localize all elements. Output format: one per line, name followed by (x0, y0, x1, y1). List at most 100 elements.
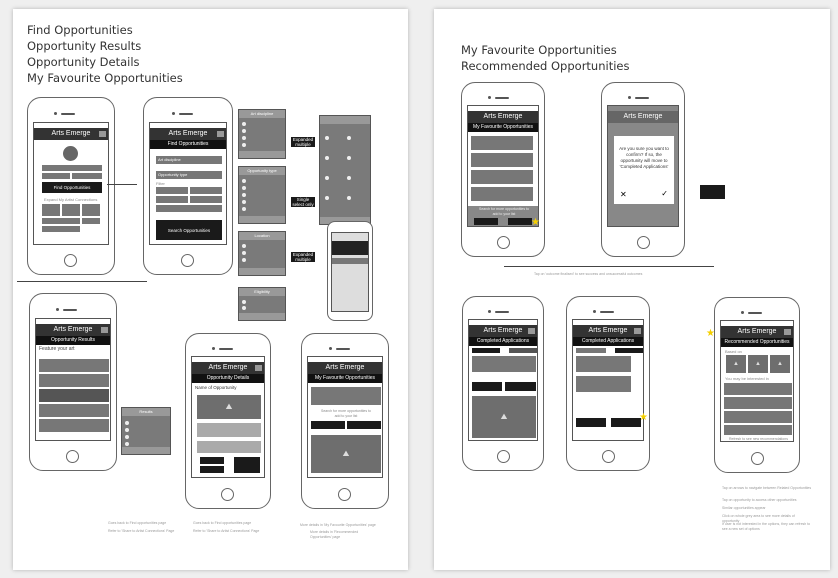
confirm-check-icon[interactable]: ✓ (661, 189, 668, 198)
panel-done[interactable] (239, 268, 285, 275)
related-card[interactable]: ▲ (770, 355, 790, 373)
annotation-outcome: Tap on 'outcome finalised' to see succes… (534, 272, 643, 276)
home-button (497, 450, 510, 463)
phone-favourites: Arts Emerge My Favourite Opportunities S… (301, 333, 389, 509)
app-title: Arts Emerge (308, 362, 382, 374)
screen-subtitle: Completed Applications (469, 337, 537, 346)
screen-subtitle: Find Opportunities (150, 140, 226, 149)
menu-icon[interactable] (99, 131, 106, 137)
home-button (602, 450, 615, 463)
details-action-button[interactable] (200, 457, 224, 464)
screen-subtitle: Completed Applications (573, 337, 643, 346)
app-title: Arts Emerge (36, 324, 110, 336)
app-title: Arts Emerge (469, 325, 537, 337)
menu-icon[interactable] (634, 328, 641, 334)
menu-icon[interactable] (784, 329, 791, 335)
note-expanded-multiple: Expanded multiple (291, 137, 315, 147)
note-expanded-multiple-2: Expanded multiple (291, 252, 315, 262)
tab-finalised[interactable] (615, 348, 643, 353)
image-placeholder-icon: ⛰ (472, 396, 536, 438)
feature-label: Feature your art (39, 346, 75, 352)
app-title: Arts Emerge (721, 326, 793, 338)
note-single-select: Single select only (291, 197, 315, 207)
phone-details: Arts Emerge Opportunity Details Name of … (185, 333, 271, 509)
filter-label: Filter (156, 181, 165, 186)
phone-home: Arts Emerge Find Opportunities Expand My… (27, 97, 115, 275)
page-titles: Find Opportunities Opportunity Results O… (27, 22, 183, 86)
location-panel: Location (238, 231, 286, 276)
home-button (637, 236, 650, 249)
recommended-button[interactable] (508, 218, 532, 225)
favourite-button[interactable] (234, 457, 260, 473)
menu-icon[interactable] (528, 328, 535, 334)
star-icon: ★ (706, 328, 715, 339)
confirm-dialog: Are you sure you want to confirm? If so,… (614, 136, 674, 204)
title-favourites: My Favourite Opportunities (27, 71, 183, 85)
recommended-button[interactable] (347, 421, 381, 429)
location-region-panel (319, 115, 371, 225)
results-filter-panel: Results (121, 407, 171, 455)
panel-header: Opportunity type (239, 167, 285, 175)
search-more-text: Search for more opportunities to add to … (479, 207, 529, 216)
image-placeholder-icon: ⛰ (197, 395, 261, 419)
screen-subtitle: My Favourite Opportunities (468, 123, 538, 132)
find-button[interactable] (474, 218, 498, 225)
menu-icon[interactable] (217, 131, 224, 137)
phone-recommended: Arts Emerge Recommended Opportunities Ba… (714, 297, 800, 473)
art-discipline-panel: Art discipline (238, 109, 286, 159)
opportunity-type-select[interactable]: Opportunity type (156, 171, 222, 179)
eligibility-panel: Eligibility (238, 287, 286, 321)
cancel-icon[interactable]: ✕ (620, 190, 627, 199)
phone-completed-2: Arts Emerge Completed Applications ★ (566, 296, 650, 471)
footnote: More details in 'My Favourite Opportunit… (300, 523, 376, 527)
app-title: Arts Emerge (34, 128, 108, 140)
completed-button[interactable] (472, 382, 502, 391)
find-opportunities-button[interactable]: Find Opportunities (42, 182, 102, 193)
related-card[interactable]: ▲ (748, 355, 768, 373)
screen-subtitle: Opportunity Results (36, 336, 110, 345)
panel-done[interactable] (122, 447, 170, 454)
phone-completed-1: Arts Emerge Completed Applications ⛰ (462, 296, 544, 471)
panel-header: Location (239, 232, 285, 240)
footnote: Goes back to Find opportunities page (193, 521, 252, 525)
applications-button[interactable] (611, 418, 641, 427)
screen-subtitle: Recommended Opportunities (721, 338, 793, 347)
home-button (221, 488, 234, 501)
completed-button[interactable] (576, 418, 606, 427)
legend-item: Tap on arrows to navigate between Relate… (722, 486, 812, 490)
star-icon: ★ (639, 412, 648, 423)
app-title: Arts Emerge (192, 362, 264, 374)
details-action-button-2[interactable] (200, 466, 224, 473)
home-button (338, 488, 351, 501)
tab-finalised[interactable] (509, 348, 537, 353)
find-button[interactable] (311, 421, 345, 429)
panel-header (320, 116, 370, 124)
panel-done[interactable] (239, 313, 285, 320)
home-button (66, 450, 79, 463)
screen-subtitle: Opportunity Details (192, 374, 264, 383)
based-on-label: Based on (725, 349, 742, 354)
related-card[interactable]: ▲ (726, 355, 746, 373)
home-button (181, 254, 194, 267)
legend-item: Click on whole grey area to see more det… (722, 514, 795, 523)
app-title: Arts Emerge (150, 128, 226, 140)
footnote: Goes back to Find opportunities page (108, 521, 167, 525)
phone-favourites: Arts Emerge My Favourite Opportunities S… (461, 82, 545, 257)
tab-in-progress[interactable] (472, 348, 500, 353)
avatar (63, 146, 78, 161)
menu-icon[interactable] (101, 327, 108, 333)
title-find: Find Opportunities (27, 23, 133, 37)
left-wireframe-page: Find Opportunities Opportunity Results O… (13, 9, 408, 570)
panel-done[interactable] (239, 151, 285, 158)
search-opportunities-button[interactable]: Search Opportunities (156, 220, 222, 240)
menu-icon[interactable] (255, 365, 262, 371)
phone-results: Arts Emerge Opportunity Results Feature … (29, 293, 117, 471)
title-results: Opportunity Results (27, 39, 142, 53)
refresh-label[interactable]: Refresh to see new recommendations (729, 437, 788, 441)
screen-subtitle: My Favourite Opportunities (308, 374, 382, 383)
app-title: Arts Emerge (573, 325, 643, 337)
panel-done[interactable] (320, 217, 370, 224)
applications-button[interactable] (505, 382, 536, 391)
art-discipline-select[interactable]: Art discipline (156, 156, 222, 164)
panel-done[interactable] (239, 216, 285, 223)
